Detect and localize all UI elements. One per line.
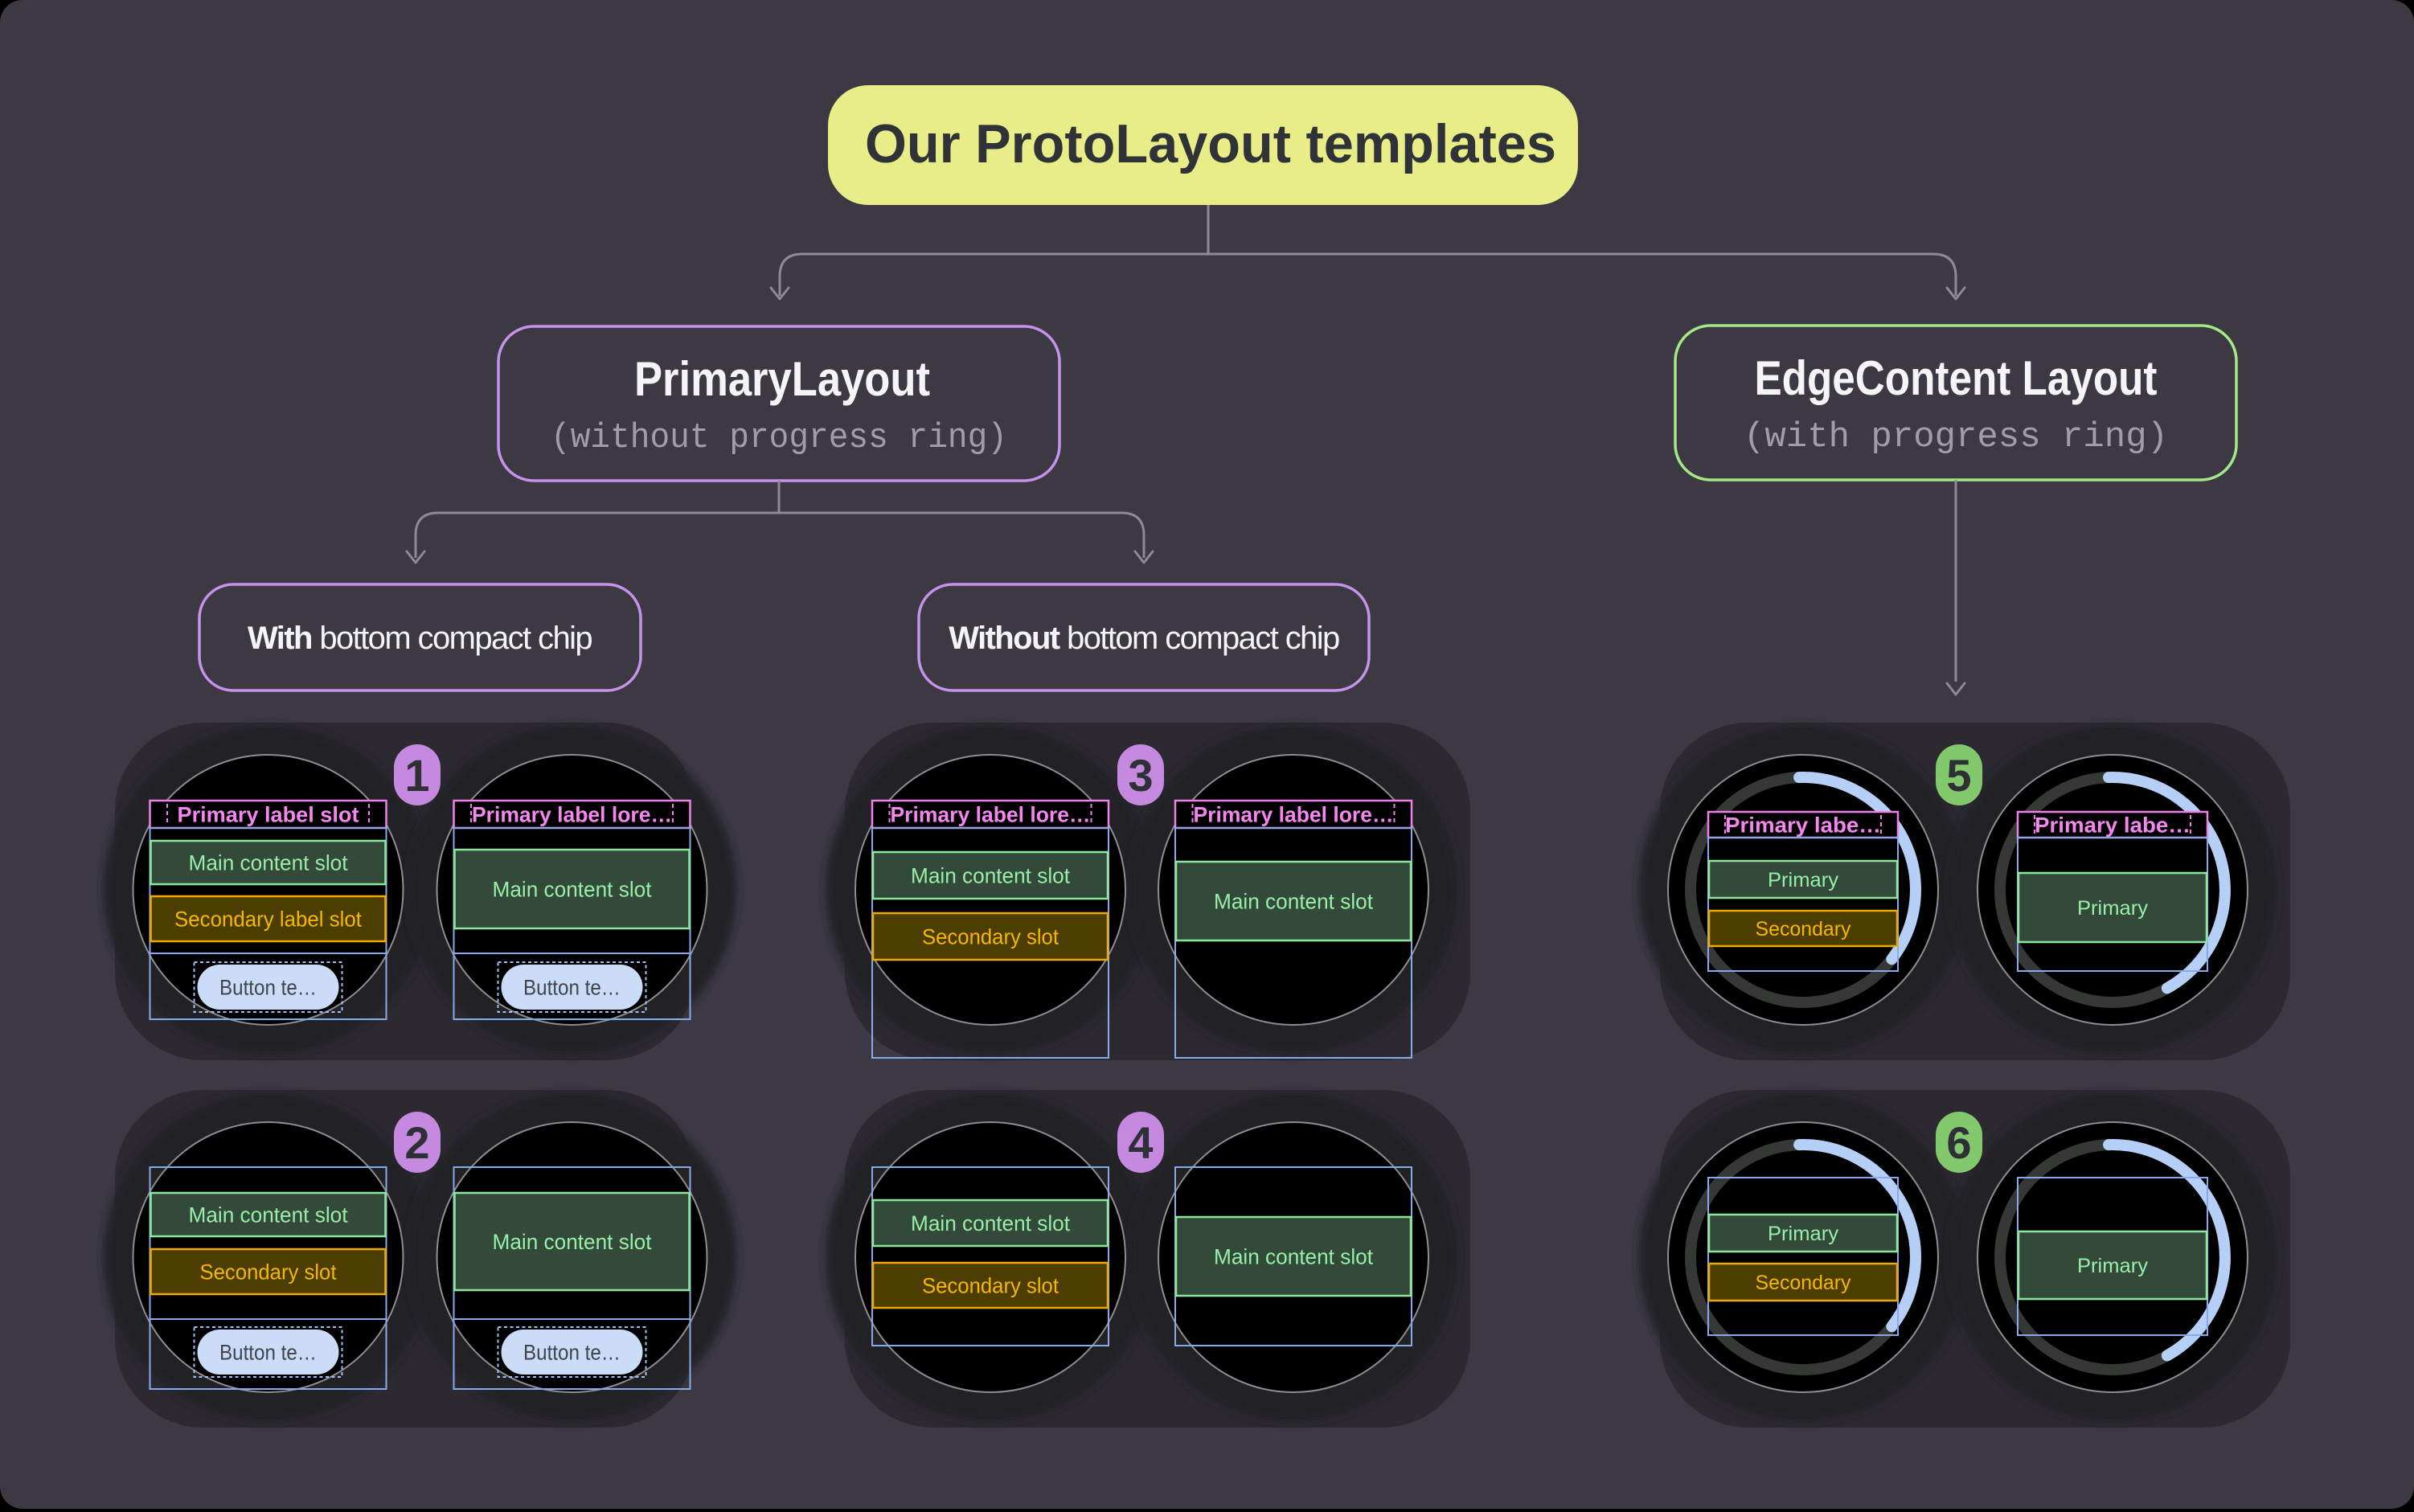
svg-text:Primary labe…: Primary labe…	[2035, 813, 2191, 838]
svg-text:Main content slot: Main content slot	[911, 1211, 1070, 1235]
svg-text:With bottom compact chip: With bottom compact chip	[248, 621, 592, 656]
svg-text:Main content slot: Main content slot	[493, 878, 652, 902]
svg-text:Primary label lore…: Primary label lore…	[891, 803, 1091, 827]
svg-text:Button te…: Button te…	[523, 976, 621, 1000]
svg-text:Primary: Primary	[2077, 1255, 2149, 1277]
svg-text:Primary: Primary	[1768, 1223, 1839, 1245]
svg-text:Secondary slot: Secondary slot	[922, 1274, 1059, 1298]
svg-text:Button te…: Button te…	[219, 976, 317, 1000]
svg-text:Without bottom compact chip: Without bottom compact chip	[949, 621, 1339, 656]
svg-text:4: 4	[1128, 1117, 1153, 1168]
svg-text:Secondary: Secondary	[1756, 1272, 1851, 1294]
svg-text:Main content slot: Main content slot	[189, 851, 348, 875]
svg-text:3: 3	[1128, 750, 1153, 801]
svg-text:Button te…: Button te…	[523, 1341, 621, 1365]
svg-text:Button te…: Button te…	[219, 1341, 317, 1365]
svg-text:(with progress ring): (with progress ring)	[1744, 417, 2168, 457]
svg-text:Main content slot: Main content slot	[1214, 1245, 1373, 1269]
svg-text:PrimaryLayout: PrimaryLayout	[634, 352, 930, 406]
svg-text:Secondary: Secondary	[1756, 918, 1851, 940]
svg-text:Main content slot: Main content slot	[911, 864, 1070, 888]
svg-text:1: 1	[404, 750, 429, 801]
svg-text:Secondary slot: Secondary slot	[922, 925, 1059, 949]
svg-text:Secondary slot: Secondary slot	[200, 1260, 337, 1285]
svg-text:5: 5	[1946, 750, 1971, 801]
svg-text:6: 6	[1946, 1117, 1971, 1168]
svg-text:Our ProtoLayout templates: Our ProtoLayout templates	[865, 113, 1556, 174]
svg-text:Primary label lore…: Primary label lore…	[472, 803, 672, 827]
svg-text:Primary label slot: Primary label slot	[178, 803, 359, 827]
svg-text:Primary labe…: Primary labe…	[1725, 813, 1881, 838]
svg-text:2: 2	[404, 1117, 429, 1168]
svg-text:Primary: Primary	[1768, 869, 1839, 891]
svg-text:(without progress ring): (without progress ring)	[551, 418, 1007, 458]
svg-text:Secondary label slot: Secondary label slot	[174, 908, 362, 932]
svg-text:Main content slot: Main content slot	[1214, 890, 1373, 914]
svg-text:Main content slot: Main content slot	[189, 1203, 348, 1227]
svg-text:Primary: Primary	[2077, 897, 2149, 920]
svg-text:Main content slot: Main content slot	[493, 1230, 652, 1254]
svg-text:Primary label lore…: Primary label lore…	[1194, 803, 1394, 827]
svg-text:EdgeContent Layout: EdgeContent Layout	[1755, 351, 2158, 405]
